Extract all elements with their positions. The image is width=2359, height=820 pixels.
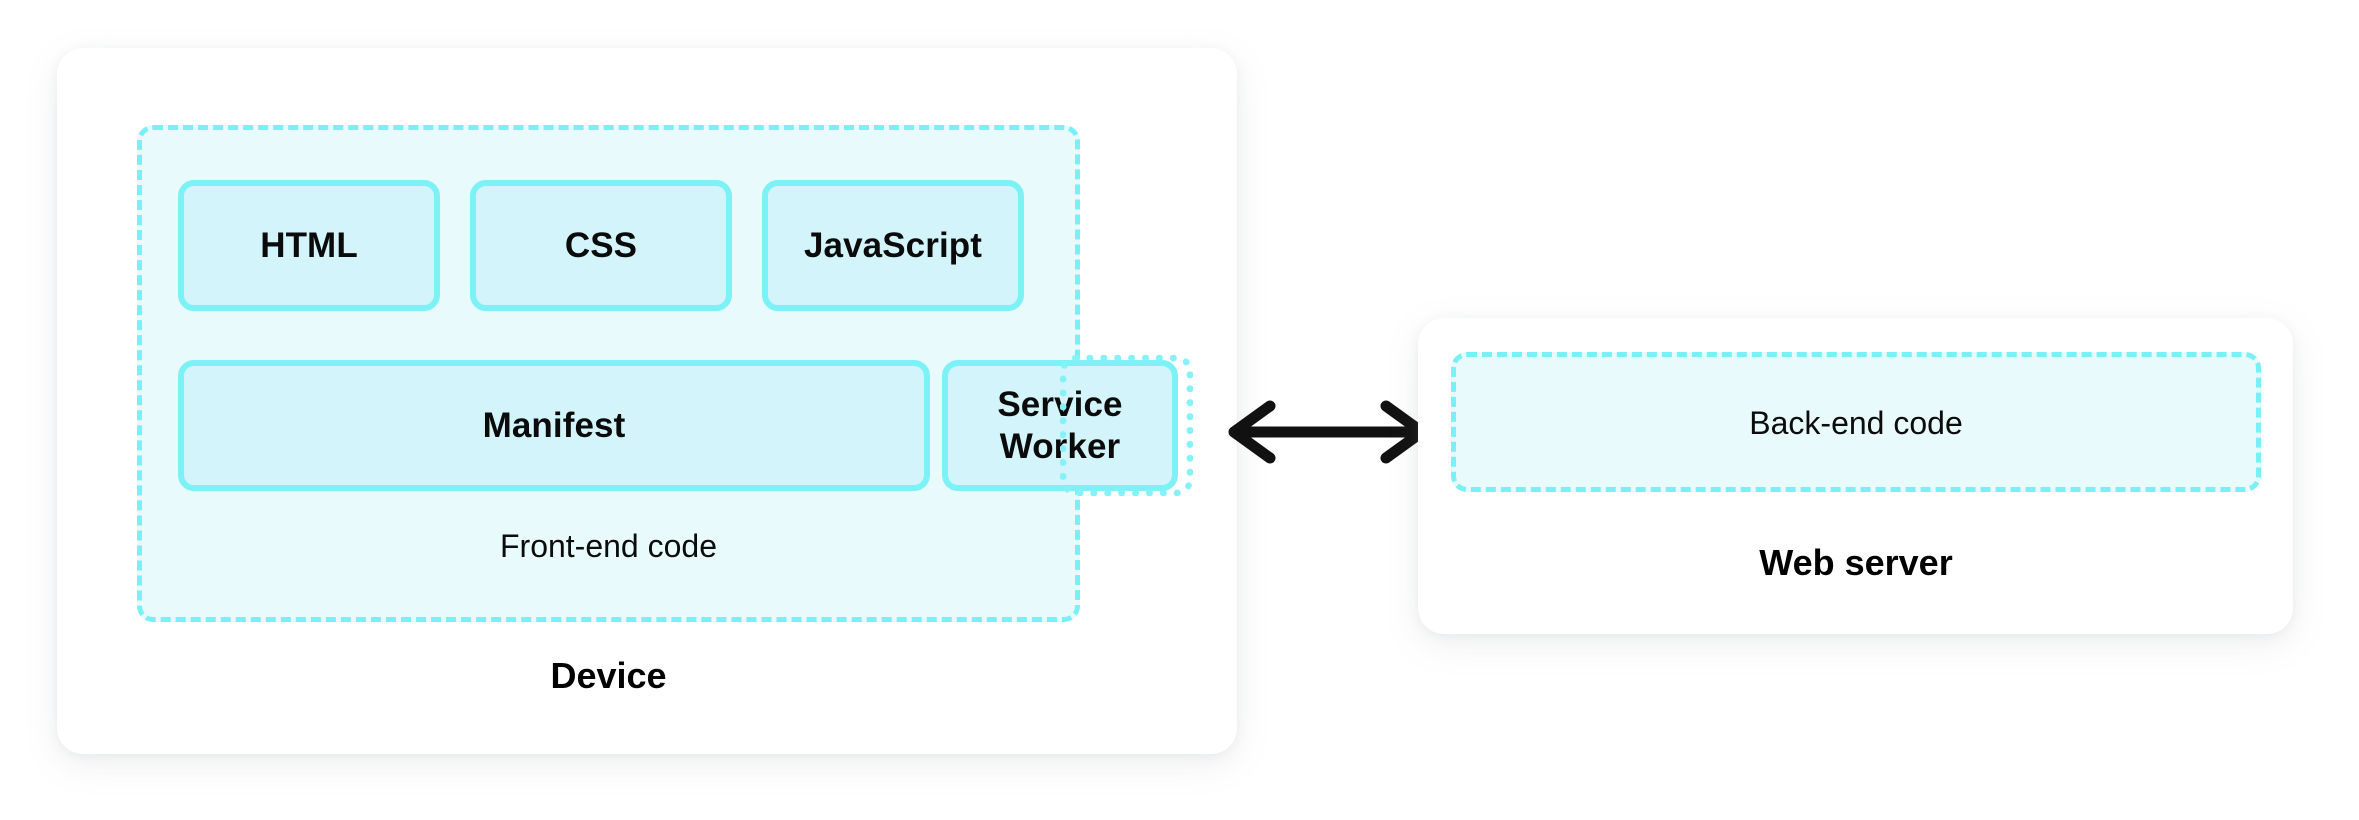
css-box-label: CSS [564,225,638,265]
device-caption: Device [550,655,667,696]
html-box[interactable]: HTML [178,180,440,311]
html-box-label: HTML [260,225,358,265]
javascript-box[interactable]: JavaScript [762,180,1024,311]
web-server-caption: Web server [1759,542,1953,583]
css-box[interactable]: CSS [470,180,732,311]
frontend-code-caption: Front-end code [499,528,717,564]
javascript-box-label: JavaScript [803,225,983,265]
manifest-box-label: Manifest [482,405,626,445]
backend-code-group [1451,352,2261,492]
backend-code-caption: Back-end code [1749,405,1963,441]
bidirectional-arrow-icon [1228,400,1428,464]
manifest-box[interactable]: Manifest [178,360,930,491]
